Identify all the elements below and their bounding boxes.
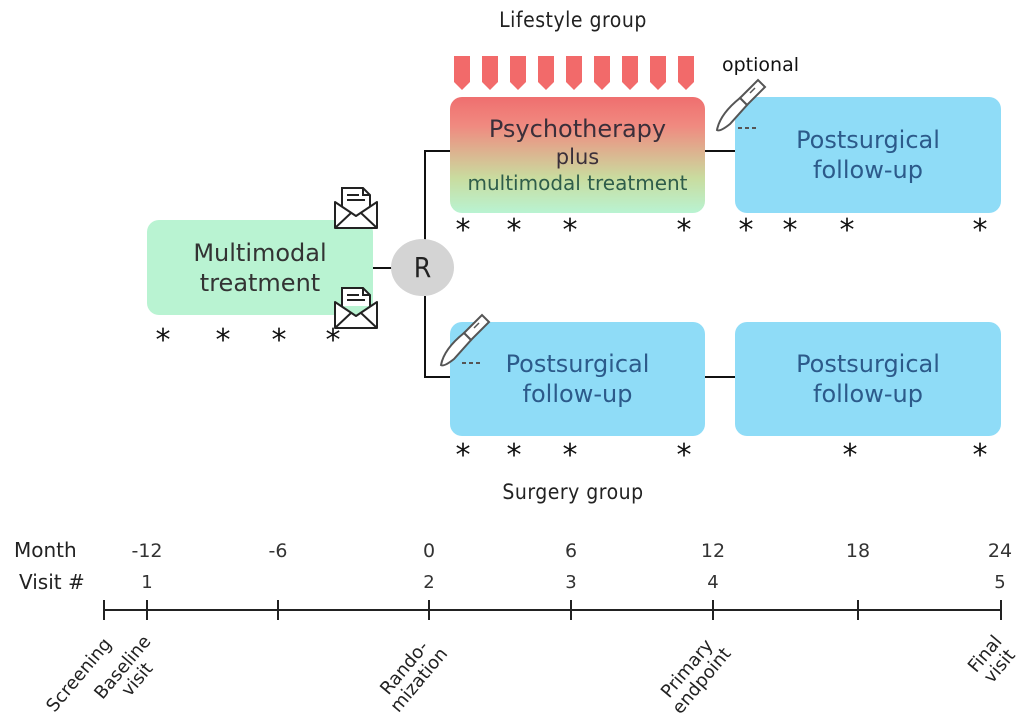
connector [705,150,735,152]
box-text: plus [555,145,600,170]
month-value: 6 [564,540,578,562]
visit-number: 2 [423,572,435,593]
month-value: 24 [987,540,1013,562]
lifestyle-arrows [454,56,694,90]
box-text: follow-up [813,156,923,184]
visit-star: * [842,438,858,473]
visit-number: 3 [565,572,577,593]
surgery-group-label: Surgery group [502,480,644,504]
month-value: 0 [422,540,436,562]
visit-star: * [506,213,522,248]
postsurgical-followup-bottom-left-box: Postsurgical follow-up [450,322,705,436]
visit-label: Visit # [19,570,85,594]
box-text: Multimodal [193,238,327,267]
box-text: follow-up [522,380,633,408]
connector [424,150,450,152]
scalpel-icon [439,313,491,367]
month-value: 12 [700,540,726,562]
visit-star: * [839,213,855,248]
optional-label: optional [722,54,800,76]
visit-star: * [782,213,798,248]
down-arrow-icon [510,56,526,90]
box-text: treatment [199,268,321,297]
randomization-circle: R [391,239,454,296]
down-arrow-icon [594,56,610,90]
connector [372,267,392,269]
scalpel-icon [715,78,767,132]
branch-line [424,296,426,377]
milestone-primary-endpoint: Primary endpoint [655,633,736,718]
visit-star: * [738,213,754,248]
connector [705,376,735,378]
month-value: 18 [845,540,871,562]
visit-star: * [562,213,578,248]
postsurgical-followup-bottom-right-box: Postsurgical follow-up [735,322,1001,436]
visit-star: * [325,323,341,358]
visit-star: * [215,323,231,358]
visit-number: 1 [141,572,153,593]
down-arrow-icon [650,56,666,90]
visit-star: * [676,213,692,248]
month-value: -6 [268,540,288,562]
visit-star: * [676,438,692,473]
visit-number: 5 [994,572,1006,593]
visit-star: * [972,213,988,248]
milestone-final-visit: Final visit [963,631,1021,689]
visit-star: * [271,323,287,358]
down-arrow-icon [622,56,638,90]
letter-icon [334,187,378,229]
box-text: Postsurgical [796,126,940,154]
letter-icon [334,287,378,329]
down-arrow-icon [482,56,498,90]
down-arrow-icon [566,56,582,90]
month-label: Month [14,538,77,562]
visit-star: * [562,438,578,473]
box-text: multimodal treatment [467,170,688,195]
psychotherapy-box: Psychotherapy plus multimodal treatment [450,97,705,213]
down-arrow-icon [454,56,470,90]
multimodal-treatment-box: Multimodal treatment [147,220,373,315]
month-value: -12 [131,540,163,562]
branch-line [424,150,426,240]
box-text: Postsurgical [796,350,940,378]
timeline-axis [103,600,1002,620]
down-arrow-icon [538,56,554,90]
visit-star: * [455,213,471,248]
down-arrow-icon [678,56,694,90]
box-text: Psychotherapy [488,115,667,144]
connector [424,376,450,378]
box-text: follow-up [813,380,923,408]
postsurgical-followup-top-box: Postsurgical follow-up [735,97,1001,213]
box-text: Postsurgical [505,350,650,378]
milestone-randomization: Rando- mization [373,633,452,717]
visit-star: * [455,438,471,473]
visit-number: 4 [707,572,719,593]
visit-star: * [155,323,171,358]
lifestyle-group-label: Lifestyle group [499,8,647,32]
visit-star: * [506,438,522,473]
visit-star: * [972,438,988,473]
